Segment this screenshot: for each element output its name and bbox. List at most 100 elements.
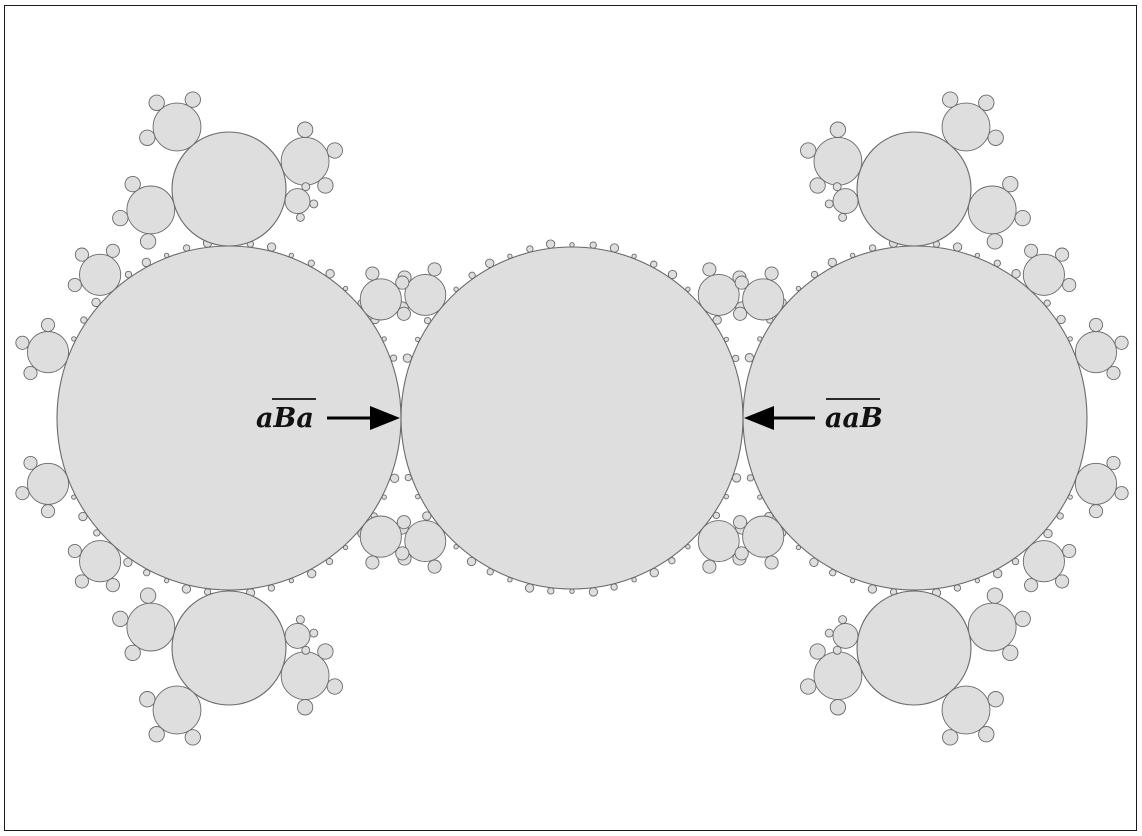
small-disk: [148, 94, 165, 111]
fringe-disk: [867, 584, 878, 594]
left-bottom-disk: [171, 590, 287, 706]
small-disk: [1074, 462, 1118, 505]
small-disk: [184, 729, 201, 746]
fringe-disk: [266, 242, 277, 252]
fringe-disk: [810, 270, 819, 279]
small-disk: [1062, 277, 1077, 293]
small-disk: [813, 136, 863, 186]
label-right-text: aaB: [825, 403, 883, 434]
small-disk: [26, 331, 70, 374]
fringe-disk: [609, 243, 620, 253]
small-disk: [23, 455, 38, 471]
small-disk: [733, 306, 748, 321]
small-disk: [317, 643, 334, 660]
small-disk: [427, 559, 442, 574]
small-disk: [1062, 543, 1077, 559]
small-disk: [1088, 504, 1104, 519]
small-disk: [1074, 331, 1118, 374]
small-disk: [967, 185, 1017, 235]
arrow-left-head-icon: [370, 406, 400, 430]
arrow-right-pointing: [327, 406, 400, 430]
fringe-disk: [342, 285, 349, 292]
fringe-disk: [685, 286, 691, 292]
small-disk: [1024, 243, 1039, 258]
small-disk: [813, 651, 863, 701]
left-top-disk: [171, 131, 287, 247]
small-disk: [829, 121, 847, 138]
fringe-disk: [453, 286, 459, 292]
label-right: aaB: [825, 398, 883, 434]
small-disk: [152, 102, 202, 152]
small-disk: [40, 504, 56, 519]
small-disk: [112, 209, 129, 227]
small-disk: [829, 699, 847, 716]
fringe-disk: [795, 285, 802, 292]
small-disk: [184, 91, 201, 108]
small-disk: [280, 136, 330, 186]
small-disk: [1055, 574, 1070, 589]
small-disk: [978, 94, 995, 111]
small-disk: [967, 602, 1017, 652]
small-disk: [326, 678, 343, 695]
small-disk: [40, 317, 56, 332]
small-disk: [139, 233, 157, 250]
fringe-disk: [468, 271, 476, 279]
small-disk: [1014, 610, 1031, 628]
small-disk: [26, 462, 70, 505]
small-disk: [1055, 247, 1070, 262]
small-disk: [941, 685, 991, 735]
fringe-disk: [795, 544, 802, 551]
right-top-disk: [856, 131, 972, 247]
small-disk: [396, 515, 411, 530]
small-disk: [838, 212, 848, 222]
small-disk: [301, 645, 311, 655]
fringe-disk: [589, 241, 597, 249]
small-disk: [326, 142, 343, 159]
small-disk: [365, 266, 380, 281]
small-disk: [764, 555, 779, 570]
small-disk: [1002, 175, 1019, 193]
small-disk: [105, 578, 120, 593]
fringe-disk: [124, 270, 133, 279]
small-disk: [809, 177, 826, 194]
small-disk: [809, 643, 826, 660]
small-disk: [733, 515, 748, 530]
small-disk: [764, 266, 779, 281]
small-disk: [152, 685, 202, 735]
small-disk: [742, 278, 785, 321]
small-disk: [395, 546, 410, 561]
arrow-right-head-icon: [744, 406, 774, 430]
small-disk: [986, 587, 1004, 604]
small-disk: [105, 243, 120, 258]
small-disk: [832, 622, 859, 649]
right-bottom-disk: [856, 590, 972, 706]
fringe-disk: [1043, 528, 1053, 539]
small-disk: [832, 188, 859, 215]
small-disk: [365, 555, 380, 570]
fringe-disk: [667, 269, 678, 280]
small-disk: [139, 691, 156, 708]
small-disk: [941, 102, 991, 152]
fringe-disk: [93, 529, 101, 537]
small-disk: [986, 233, 1004, 250]
fringe-disk: [325, 557, 334, 566]
small-disk: [742, 515, 785, 558]
fringe-disk: [569, 242, 575, 248]
small-disk: [295, 212, 305, 222]
small-disk: [824, 628, 834, 638]
small-disk: [697, 273, 740, 316]
small-disk: [832, 182, 842, 192]
small-disk: [126, 185, 176, 235]
fringe-disk: [712, 315, 722, 325]
small-disk: [284, 622, 311, 649]
small-disk: [67, 277, 82, 293]
fringe-disk: [809, 557, 819, 567]
small-disk: [1106, 365, 1121, 381]
fringe-disk: [78, 511, 88, 522]
small-disk: [295, 615, 305, 625]
small-disk: [702, 262, 717, 277]
fringe-disk: [453, 544, 459, 550]
fringe-disk: [588, 587, 599, 597]
small-disk: [296, 699, 314, 716]
